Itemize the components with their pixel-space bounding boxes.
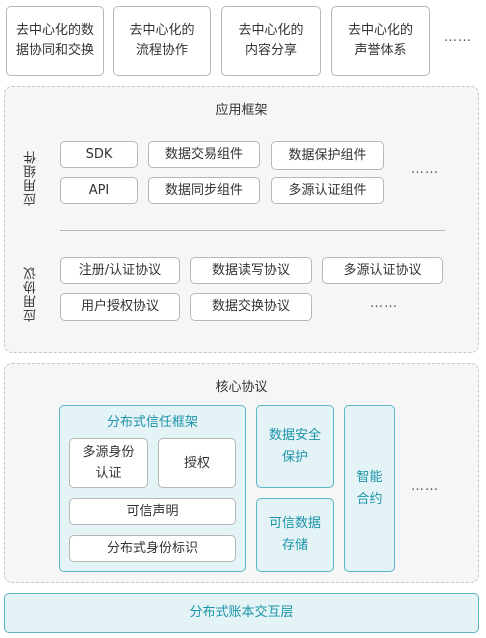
protocols-ellipsis: …… [370,296,398,311]
component-data-trade: 数据交易组件 [148,141,260,168]
scenario-box-data-collab: 去中心化的数据协同和交换 [6,6,104,76]
trusted-storage-box: 可信数据存储 [256,498,334,572]
data-security-line2: 保护 [281,449,308,465]
core-protocol-title: 核心协议 [215,380,268,395]
component-sdk: SDK [60,141,138,168]
scenario-box-content-share: 去中心化的内容分享 [221,6,321,76]
component-api: API [60,177,138,204]
scenario-line2: 据协同和交换 [15,43,94,58]
core-ellipsis: …… [411,479,439,494]
data-security-line1: 数据安全 [268,427,321,443]
protocol-register-auth: 注册/认证协议 [60,257,180,284]
verifiable-credential-box: 可信声明 [69,498,236,525]
component-data-protect: 数据保护组件 [271,141,384,170]
smart-contract-box: 智能合约 [344,405,395,572]
app-protocols-label: 应用协议 [24,266,39,322]
component-multi-auth: 多源认证组件 [271,177,384,204]
trusted-storage-line2: 存储 [281,538,308,553]
scenario-line1: 去中心化的 [129,23,195,38]
data-security-box: 数据安全保护 [256,405,334,488]
smart-contract-line2: 合约 [356,491,383,507]
distributed-identity-box: 分布式身份标识 [69,535,236,562]
distributed-ledger-layer: 分布式账本交互层 [4,593,479,633]
app-components-label: 应用组件 [24,150,39,206]
component-data-sync: 数据同步组件 [148,177,260,204]
app-framework-title: 应用框架 [215,103,268,118]
smart-contract-line1: 智能 [356,469,383,485]
scenario-box-reputation: 去中心化的声誉体系 [331,6,430,76]
top-row-ellipsis: …… [444,30,472,45]
authorization-box: 授权 [158,438,236,488]
scenario-line1: 去中心化的 [238,23,304,38]
protocol-multi-auth: 多源认证协议 [322,257,443,284]
trust-framework-title: 分布式信任框架 [106,415,198,430]
scenario-box-process-collab: 去中心化的流程协作 [113,6,211,76]
scenario-line2: 流程协作 [135,43,188,58]
scenario-line2: 声誉体系 [354,43,407,58]
multi-source-line2: 认证 [95,466,122,481]
multi-source-line1: 多源身份 [82,445,135,460]
protocol-user-authz: 用户授权协议 [60,293,180,321]
protocol-data-rw: 数据读写协议 [190,257,312,284]
components-ellipsis: …… [411,162,439,177]
scenario-line1: 去中心化的数 [15,23,94,38]
scenario-line2: 内容分享 [244,43,297,58]
scenario-line1: 去中心化的 [347,23,413,38]
trusted-storage-line1: 可信数据 [268,516,321,531]
protocol-data-exchange: 数据交换协议 [190,293,312,321]
divider-line [60,230,445,231]
multi-source-identity-auth: 多源身份认证 [69,438,148,488]
